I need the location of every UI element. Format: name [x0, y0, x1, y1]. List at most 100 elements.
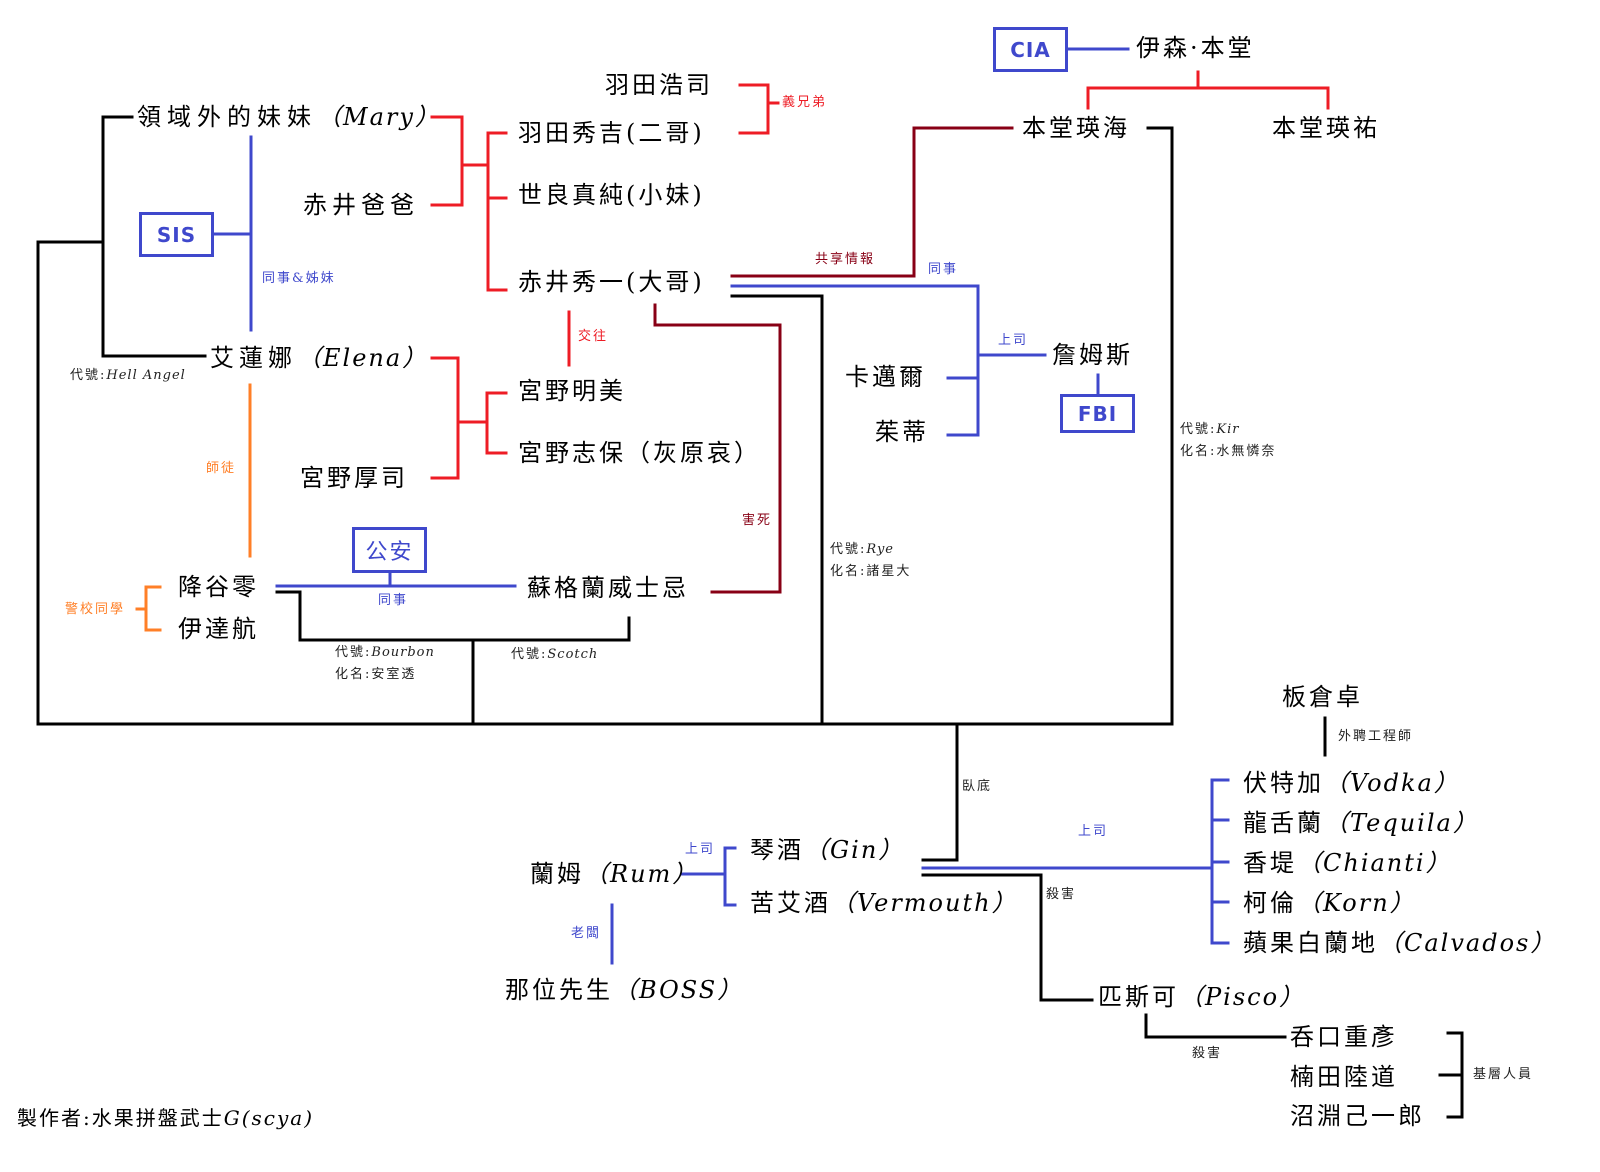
- person-mary-alias: （Mary）: [317, 103, 441, 131]
- label-engineer: 外聘工程師: [1338, 729, 1414, 744]
- person-kusuda: 楠田陸道: [1290, 1063, 1398, 1091]
- person-vodka: 伏特加（Vodka）: [1243, 768, 1460, 798]
- person-vodka-alias: （Vodka）: [1324, 769, 1460, 797]
- connector-akai-parents: [430, 115, 490, 207]
- connector-sworn-brothers: [738, 83, 780, 135]
- person-tequila: 龍舌蘭（Tequila）: [1243, 808, 1479, 838]
- person-vermouth: 苦艾酒（Vermouth）: [750, 888, 1018, 918]
- person-miyano-shiho: 宮野志保（灰原哀）: [518, 439, 761, 467]
- label-undercover: 臥底: [962, 779, 993, 794]
- label-koan-colleague: 同事: [378, 593, 409, 608]
- person-miyano-atsushi: 宮野厚司: [300, 464, 408, 492]
- person-korn-name: 柯倫: [1243, 889, 1297, 917]
- person-boss-alias: （BOSS）: [613, 976, 744, 1004]
- person-ethan-hondo: 伊森·本堂: [1136, 34, 1255, 62]
- alias-value: 安室透: [371, 667, 417, 682]
- alias-mizunashi-pseudonym: 化名:水無憐奈: [1180, 444, 1276, 460]
- connector-hondo-children: [1086, 70, 1330, 110]
- connector-gin-pisco: [921, 873, 1094, 1002]
- connector-police-classmates: [135, 585, 162, 632]
- connector-akai-rye-to-frame: [730, 294, 824, 726]
- person-akai-shuichi: 赤井秀一(大哥): [518, 268, 705, 296]
- person-akai-father: 赤井爸爸: [303, 191, 419, 219]
- person-gin: 琴酒（Gin）: [750, 835, 904, 865]
- person-chianti-name: 香堤: [1243, 849, 1297, 877]
- person-elena-name: 艾蓮娜: [210, 344, 297, 372]
- koan-box: 公安: [352, 527, 427, 573]
- person-pisco: 匹斯可（Pisco）: [1098, 982, 1305, 1012]
- person-tequila-alias: （Tequila）: [1324, 809, 1479, 837]
- person-gin-alias: （Gin）: [804, 836, 905, 864]
- person-gin-name: 琴酒: [750, 836, 804, 864]
- person-rum: 蘭姆（Rum）: [530, 859, 698, 889]
- label-the-boss: 老闆: [571, 926, 602, 941]
- label-caused-death: 害死: [742, 513, 773, 528]
- person-calvados: 蘋果白蘭地（Calvados）: [1243, 928, 1556, 958]
- person-boss: 那位先生（BOSS）: [505, 975, 743, 1005]
- cia-box: CIA: [993, 27, 1068, 72]
- connector-rum-subordinates: [680, 846, 737, 907]
- connector-caused-death: [653, 303, 782, 594]
- alias-kir-codename: 代號:Kir: [1180, 422, 1239, 438]
- person-chianti: 香堤（Chianti）: [1243, 848, 1452, 878]
- author-credit: 製作者:水果拼盤武士G(scya): [17, 1105, 314, 1131]
- label-sworn-brothers: 義兄弟: [782, 95, 828, 110]
- connector-shared-intel: [730, 126, 1014, 278]
- label-dating: 交往: [578, 329, 609, 344]
- person-miyano-akemi: 宮野明美: [518, 377, 626, 405]
- label-fbi-colleague: 同事: [928, 262, 959, 277]
- person-korn-alias: （Korn）: [1297, 889, 1416, 917]
- connector-undercover-to-gin: [921, 722, 959, 862]
- cia-logo: CIA: [1010, 37, 1051, 62]
- connector-koan: [275, 571, 517, 588]
- connector-grunts-bracket: [1438, 1031, 1464, 1119]
- connector-gin-subordinates: [921, 778, 1230, 945]
- alias-label: 化名:: [1180, 444, 1217, 459]
- person-vodka-name: 伏特加: [1243, 769, 1324, 797]
- alias-label: 代號:: [830, 542, 867, 557]
- connector-furuya-scotch: [275, 590, 631, 642]
- person-vermouth-name: 苦艾酒: [750, 889, 831, 917]
- person-nomiguchi: 呑口重彥: [1290, 1023, 1398, 1051]
- person-james: 詹姆斯: [1052, 341, 1133, 369]
- person-calvados-alias: （Calvados）: [1378, 929, 1557, 957]
- person-korn: 柯倫（Korn）: [1243, 888, 1416, 918]
- label-pisco-killed: 殺害: [1192, 1046, 1223, 1061]
- alias-moroboshi-pseudonym: 化名:諸星大: [830, 564, 911, 580]
- author-credit-handle: G(scya): [223, 1106, 315, 1130]
- person-haneda-shukichi: 羽田秀吉(二哥): [518, 119, 705, 147]
- alias-scotch-codename: 代號:Scotch: [511, 647, 598, 663]
- alias-value: Bourbon: [371, 645, 435, 660]
- person-mary: 領域外的妹妹（Mary）: [137, 102, 441, 132]
- alias-label: 代號:: [1180, 422, 1217, 437]
- alias-value: Kir: [1216, 422, 1240, 437]
- person-calvados-name: 蘋果白蘭地: [1243, 929, 1378, 957]
- person-itakura: 板倉卓: [1282, 683, 1363, 711]
- person-hondo-eisuke: 本堂瑛祐: [1272, 114, 1380, 142]
- alias-label: 代號:: [511, 647, 548, 662]
- connector-miyano-parents: [430, 356, 489, 480]
- alias-elena-codename: 代號:Hell Angel: [70, 368, 186, 384]
- label-fbi-boss: 上司: [998, 333, 1029, 348]
- alias-rye-codename: 代號:Rye: [830, 542, 894, 558]
- label-police-classmates: 警校同學: [65, 602, 126, 617]
- label-gin-killed: 殺害: [1046, 887, 1077, 902]
- label-mentor: 師徒: [206, 461, 237, 476]
- person-chianti-alias: （Chianti）: [1297, 849, 1452, 877]
- person-haneda-koji: 羽田浩司: [605, 71, 713, 99]
- alias-amuro-pseudonym: 化名:安室透: [335, 667, 416, 683]
- alias-bourbon-codename: 代號:Bourbon: [335, 645, 435, 661]
- label-rum-boss: 上司: [685, 842, 716, 857]
- connector-mary-elena-bracket: [101, 115, 207, 358]
- person-camel: 卡邁爾: [845, 363, 926, 391]
- sis-logo: SIS: [156, 222, 197, 247]
- connector-pisco-nomiguchi: [1144, 1013, 1287, 1039]
- alias-label: 化名:: [335, 667, 372, 682]
- person-pisco-name: 匹斯可: [1098, 983, 1179, 1011]
- person-elena: 艾蓮娜（Elena）: [210, 343, 428, 373]
- fbi-logo: FBI: [1077, 401, 1118, 426]
- label-colleague-sisters: 同事&姊妹: [262, 271, 336, 286]
- label-shared-intel: 共享情報: [815, 252, 876, 267]
